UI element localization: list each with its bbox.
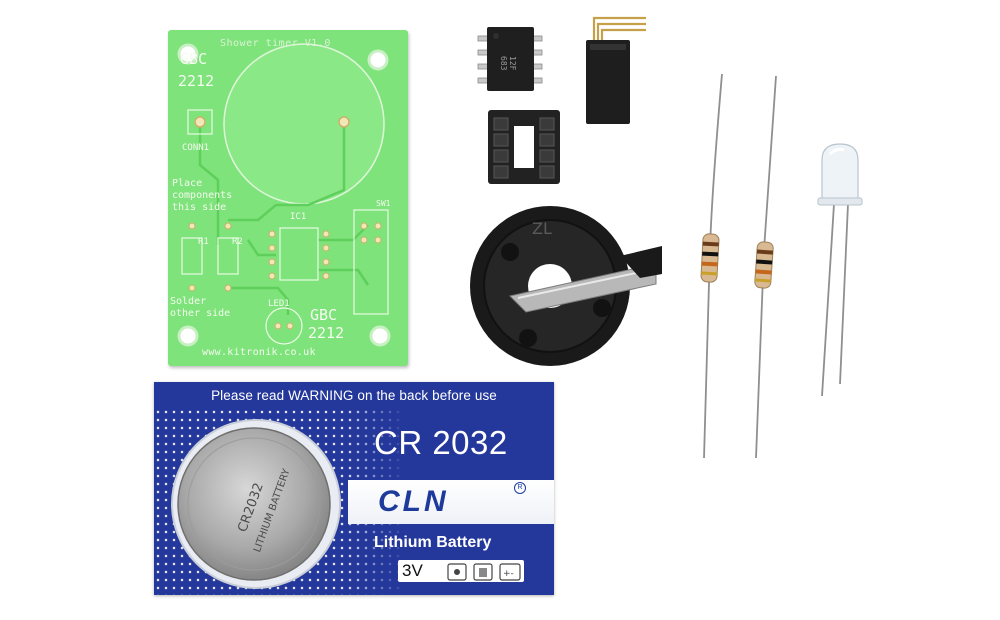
pcb-code-bottom: 2212: [308, 324, 345, 342]
battery-package: Please read WARNING on the back before u…: [154, 382, 554, 595]
led-icon: [817, 143, 863, 397]
conn-label: CONN1: [182, 143, 210, 153]
pcb-traces: [177, 43, 391, 347]
warning-text: Please read WARNING on the back before u…: [211, 388, 497, 403]
battery-type: Lithium Battery: [374, 534, 492, 551]
warning-icons: +-: [447, 563, 521, 581]
resistor-icon: [700, 73, 777, 459]
registered-mark: R: [514, 482, 526, 494]
pin-header-icon: [586, 16, 646, 124]
pcb-title: Shower timer V1.0: [220, 38, 331, 49]
pcb-url: www.kitronik.co.uk: [202, 347, 316, 358]
battery-holder-icon: ZL: [470, 206, 662, 366]
mounting-hole: [367, 49, 389, 71]
place-note: Place components this side: [172, 178, 233, 213]
resistor-r2-label: R2: [232, 237, 243, 247]
ic-label: IC1: [290, 212, 307, 222]
switch-label: SW1: [376, 199, 391, 208]
chip-marking-1: 12F: [508, 56, 517, 71]
brand-logo: CLN: [378, 485, 449, 518]
solder-pad: [194, 116, 206, 128]
polarity-warning-icon: [499, 563, 521, 581]
battery-outline: [223, 43, 385, 205]
resistor-r1-label: R1: [198, 237, 209, 247]
pcb-board: Shower timer V1.0 GBC 2212 CONN1 Place c…: [168, 30, 408, 366]
pcb-brand-bottom: GBC: [310, 306, 338, 324]
mounting-hole: [369, 325, 391, 347]
bin-warning-icon: [473, 563, 493, 581]
microcontroller-chip: 12F 683: [477, 27, 543, 91]
ic-socket-icon: [488, 110, 560, 184]
coin-cell-icon: CR2032 LITHIUM BATTERY: [171, 419, 341, 589]
child-warning-icon: [447, 563, 467, 581]
solder-pad: [338, 116, 350, 128]
led-label: LED1: [268, 299, 290, 309]
solder-note: Solder other side: [170, 296, 231, 319]
svg-text:+-: +-: [503, 569, 514, 579]
battery-voltage: 3V: [402, 561, 423, 580]
pcb-code-top: 2212: [178, 72, 215, 90]
mounting-hole: [177, 43, 199, 65]
chip-marking-2: 683: [499, 56, 508, 71]
mounting-hole: [177, 325, 199, 347]
battery-model: CR 2032: [374, 424, 508, 461]
pcb-brand-top: GBC: [180, 50, 208, 68]
holder-marking: ZL: [532, 219, 552, 238]
